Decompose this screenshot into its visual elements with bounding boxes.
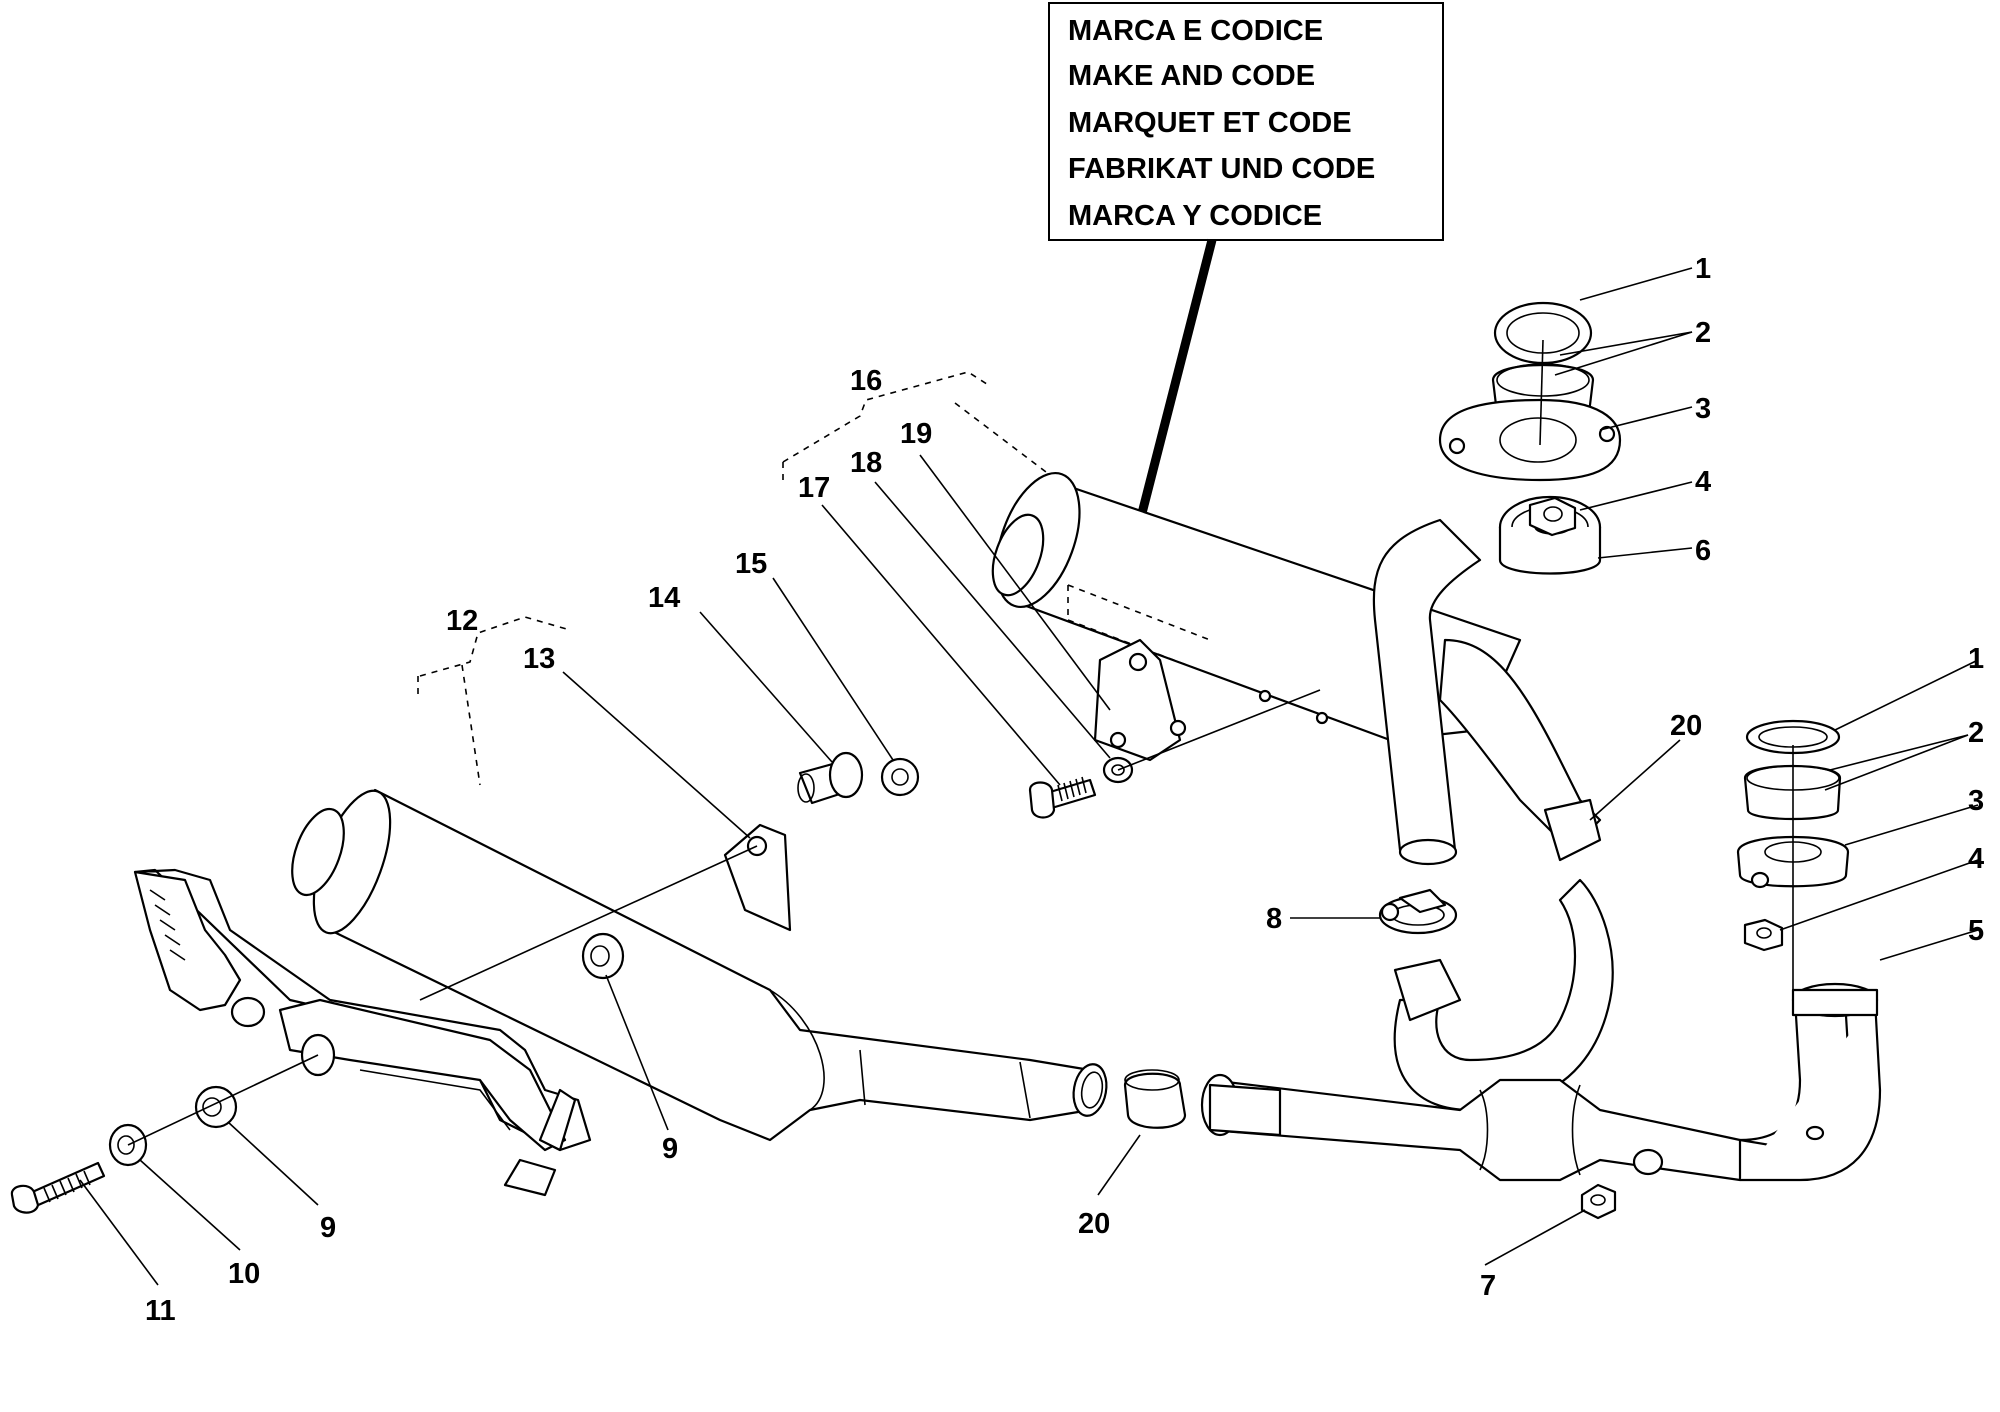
callout-7: 7 xyxy=(1480,1270,1496,1302)
make-and-code-legend: MARCA E CODICE MAKE AND CODE MARQUET ET … xyxy=(1048,2,1444,241)
legend-line-2: MAKE AND CODE xyxy=(1068,60,1315,92)
legend-line-5: MARCA Y CODICE xyxy=(1068,200,1322,232)
callout-1-rear: 1 xyxy=(1968,643,1984,675)
callout-numbers: 1 2 3 4 6 1 2 3 4 5 20 8 7 20 9 9 10 11 … xyxy=(145,253,1984,1327)
callout-11: 11 xyxy=(145,1295,176,1327)
callout-16: 16 xyxy=(850,365,882,397)
legend-line-3: MARQUET ET CODE xyxy=(1068,107,1352,139)
callout-20-upper: 20 xyxy=(1670,710,1702,742)
exhaust-header-pipes xyxy=(1200,518,1882,1182)
callout-13: 13 xyxy=(523,643,555,675)
callout-1-front: 1 xyxy=(1695,253,1711,285)
callout-9-lower: 9 xyxy=(320,1212,336,1244)
callout-18: 18 xyxy=(850,447,882,479)
callout-6: 6 xyxy=(1695,535,1711,567)
callout-4-front: 4 xyxy=(1695,466,1711,498)
callout-8: 8 xyxy=(1266,903,1282,935)
callout-5: 5 xyxy=(1968,915,1984,947)
callout-2-front: 2 xyxy=(1695,317,1711,349)
callout-10: 10 xyxy=(228,1258,260,1290)
callout-19: 19 xyxy=(900,418,932,450)
callout-3-rear: 3 xyxy=(1968,785,1984,817)
callout-15: 15 xyxy=(735,548,767,580)
callout-12: 12 xyxy=(446,605,478,637)
assembly-lines xyxy=(127,339,1794,1146)
callout-3-front: 3 xyxy=(1695,393,1711,425)
callout-4-rear: 4 xyxy=(1968,843,1984,875)
callout-14: 14 xyxy=(648,582,680,614)
legend-line-1: MARCA E CODICE xyxy=(1068,15,1323,47)
callout-leaders xyxy=(79,267,1979,1286)
legend-line-4: FABRIKAT UND CODE xyxy=(1068,153,1375,185)
hardware-parts xyxy=(10,751,1617,1220)
footrest-bracket xyxy=(133,868,592,1197)
front-cylinder-flange-parts xyxy=(1438,301,1622,575)
left-muffler xyxy=(291,788,1108,1142)
callout-17: 17 xyxy=(798,472,830,504)
callout-2-rear: 2 xyxy=(1968,717,1984,749)
callout-20-lower: 20 xyxy=(1078,1208,1110,1240)
callout-9-upper: 9 xyxy=(662,1133,678,1165)
